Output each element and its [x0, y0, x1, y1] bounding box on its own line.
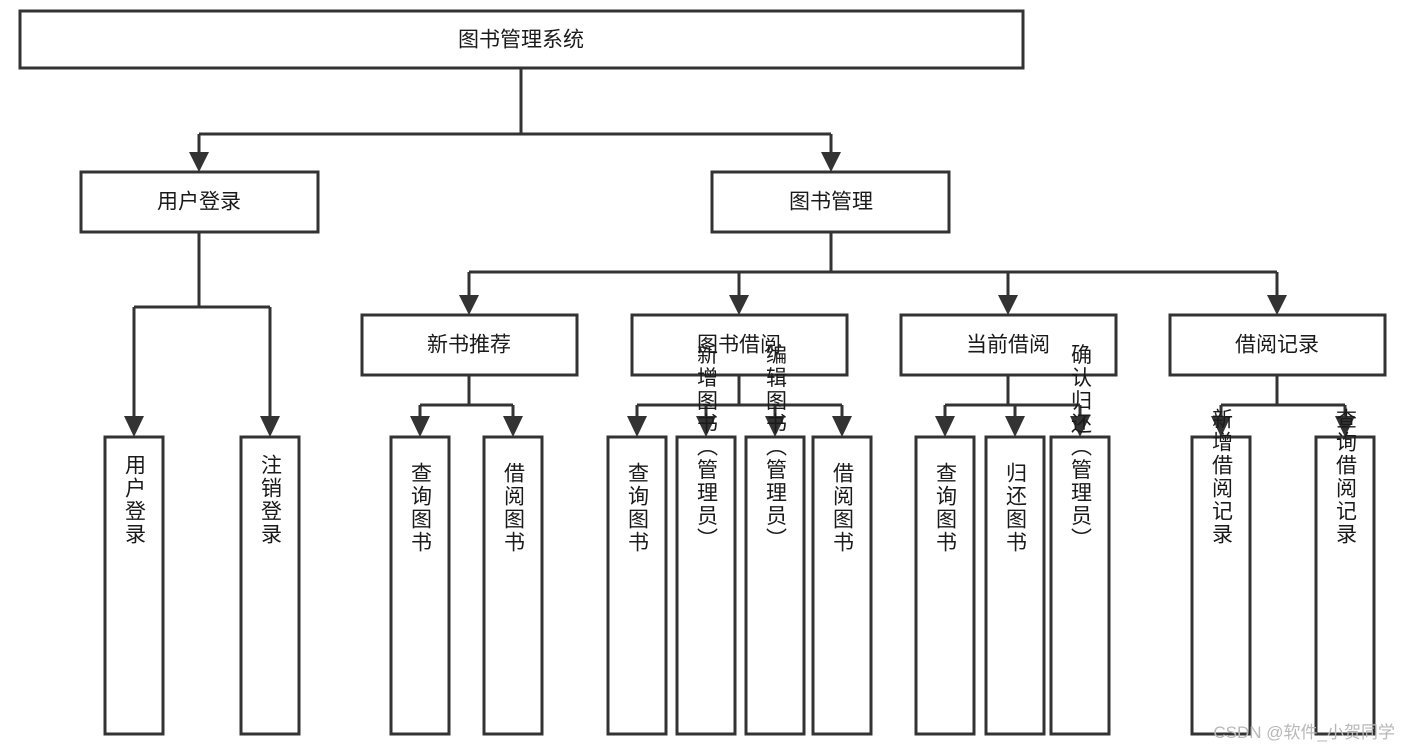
arrowhead-leaf-query-record: [1335, 416, 1355, 437]
node-leaf-borrow-book-2-box[interactable]: [811, 435, 873, 736]
node-leaf-query-book-3-label: 查询图书: [934, 462, 958, 554]
arrowhead-leaf-borrow-book-1: [503, 416, 523, 437]
node-leaf-query-record-label: 查询借阅记录: [1334, 408, 1358, 546]
node-leaf-user-login-label: 用户登录: [123, 454, 147, 546]
node-new-book-rec-label: 新书推荐: [427, 334, 511, 357]
node-book-manage-box[interactable]: [710, 170, 951, 234]
node-current-borrow-box[interactable]: [899, 313, 1118, 377]
node-book-borrow[interactable]: 图书借阅: [630, 313, 849, 377]
arrowhead-leaf-add-book: [696, 416, 716, 437]
node-leaf-borrow-book-1-box[interactable]: [482, 435, 544, 736]
node-leaf-query-record-box[interactable]: [1314, 435, 1376, 736]
node-leaf-add-record-box[interactable]: [1190, 435, 1252, 736]
node-leaf-add-record-label: 新增借阅记录: [1210, 408, 1234, 546]
node-root[interactable]: 图书管理系统: [18, 9, 1025, 70]
node-current-borrow[interactable]: 当前借阅: [899, 313, 1118, 377]
arrowhead-user-login: [189, 152, 209, 172]
node-leaf-borrow-book-1[interactable]: 借阅图书: [482, 435, 544, 736]
arrowhead-leaf-query-book-1: [410, 416, 430, 437]
node-leaf-query-book-2[interactable]: 查询图书: [606, 435, 668, 736]
arrowhead-book-manage: [821, 152, 841, 172]
node-leaf-user-login[interactable]: 用户登录: [103, 435, 165, 736]
node-leaf-add-book-box[interactable]: [675, 435, 737, 736]
node-leaf-logout[interactable]: 注销登录: [239, 435, 301, 736]
node-leaf-borrow-book-2-label: 借阅图书: [831, 462, 855, 554]
node-leaf-query-book-2-label: 查询图书: [626, 462, 650, 554]
node-current-borrow-label: 当前借阅: [966, 334, 1050, 357]
node-user-login-label: 用户登录: [157, 191, 241, 214]
node-leaf-logout-box[interactable]: [239, 435, 301, 736]
node-leaf-user-login-box[interactable]: [103, 435, 165, 736]
node-leaf-query-record[interactable]: 查询借阅记录: [1314, 408, 1376, 736]
arrowhead-new-book-rec: [459, 295, 479, 315]
arrowhead-leaf-query-book-2: [627, 416, 647, 437]
node-book-borrow-box[interactable]: [630, 313, 849, 377]
arrowhead-leaf-borrow-book-2: [832, 416, 852, 437]
node-leaf-edit-book-label: 编辑图书（管理员）: [764, 344, 788, 551]
node-leaf-add-book[interactable]: 新增图书（管理员）: [675, 344, 737, 736]
node-root-label: 图书管理系统: [458, 29, 584, 52]
arrowhead-current-borrow: [998, 295, 1018, 315]
node-leaf-logout-label: 注销登录: [259, 454, 283, 546]
node-leaf-borrow-book-2[interactable]: 借阅图书: [811, 435, 873, 736]
node-leaf-return-book[interactable]: 归还图书: [984, 435, 1046, 736]
arrowhead-leaf-query-book-3: [935, 416, 955, 437]
node-leaf-query-book-2-box[interactable]: [606, 435, 668, 736]
arrowhead-leaf-user-login: [124, 416, 144, 437]
node-leaf-edit-book-box[interactable]: [744, 435, 806, 736]
arrowhead-leaf-add-record: [1211, 416, 1231, 437]
connector-layer: [124, 68, 1355, 437]
arrowhead-borrow-record: [1267, 295, 1287, 315]
node-leaf-add-record[interactable]: 新增借阅记录: [1190, 408, 1252, 736]
node-leaf-confirm-return-label: 确认归还（管理员）: [1069, 344, 1093, 551]
node-leaf-query-book-1-box[interactable]: [389, 435, 451, 736]
node-new-book-rec-box[interactable]: [360, 313, 579, 377]
arrowhead-leaf-edit-book: [765, 416, 785, 437]
node-leaf-return-book-box[interactable]: [984, 435, 1046, 736]
node-leaf-confirm-return[interactable]: 确认归还（管理员）: [1049, 344, 1111, 736]
node-user-login-box[interactable]: [79, 170, 320, 234]
node-leaf-confirm-return-box[interactable]: [1049, 435, 1111, 736]
node-borrow-record-label: 借阅记录: [1235, 334, 1319, 357]
node-user-login[interactable]: 用户登录: [79, 170, 320, 234]
node-leaf-borrow-book-1-label: 借阅图书: [502, 462, 526, 554]
node-new-book-rec[interactable]: 新书推荐: [360, 313, 579, 377]
arrowhead-leaf-logout: [260, 416, 280, 437]
arrowhead-book-borrow: [729, 295, 749, 315]
node-leaf-query-book-1-label: 查询图书: [409, 462, 433, 554]
arrowhead-leaf-return-book: [1005, 416, 1025, 437]
node-book-manage[interactable]: 图书管理: [710, 170, 951, 234]
node-root-box[interactable]: [18, 9, 1025, 70]
node-leaf-add-book-label: 新增图书（管理员）: [695, 344, 719, 551]
node-leaf-return-book-label: 归还图书: [1004, 462, 1028, 554]
node-leaf-edit-book[interactable]: 编辑图书（管理员）: [744, 344, 806, 736]
arrowhead-leaf-confirm-return: [1070, 416, 1090, 437]
node-leaf-query-book-3-box[interactable]: [914, 435, 976, 736]
node-book-manage-label: 图书管理: [789, 191, 873, 214]
node-leaf-query-book-1[interactable]: 查询图书: [389, 435, 451, 736]
node-leaf-query-book-3[interactable]: 查询图书: [914, 435, 976, 736]
node-borrow-record[interactable]: 借阅记录: [1168, 313, 1387, 377]
node-borrow-record-box[interactable]: [1168, 313, 1387, 377]
node-book-borrow-label: 图书借阅: [697, 334, 781, 357]
